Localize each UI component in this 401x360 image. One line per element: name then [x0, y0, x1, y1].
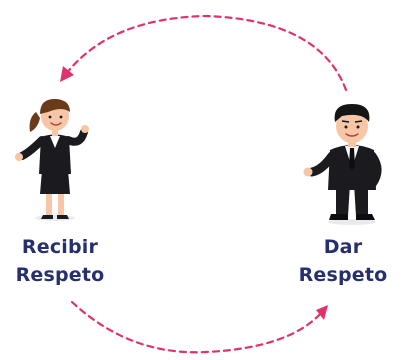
businesswoman-icon — [15, 98, 89, 221]
top-cycle-arrow — [60, 14, 348, 92]
give-respect-label: Dar Respeto — [285, 233, 401, 289]
receive-respect-line1: Recibir — [21, 236, 99, 258]
bottom-cycle-arrow — [70, 300, 328, 354]
businessman-icon — [303, 104, 382, 225]
receive-respect-label: Recibir Respeto — [0, 233, 120, 289]
arrow-left-icon — [60, 66, 74, 82]
top-arc-path — [64, 14, 348, 92]
give-respect-line2: Respeto — [298, 264, 388, 286]
arrow-right-icon — [316, 305, 328, 320]
bottom-arc-path — [70, 300, 324, 354]
receive-respect-line2: Respeto — [15, 264, 105, 286]
give-respect-line1: Dar — [323, 236, 363, 258]
